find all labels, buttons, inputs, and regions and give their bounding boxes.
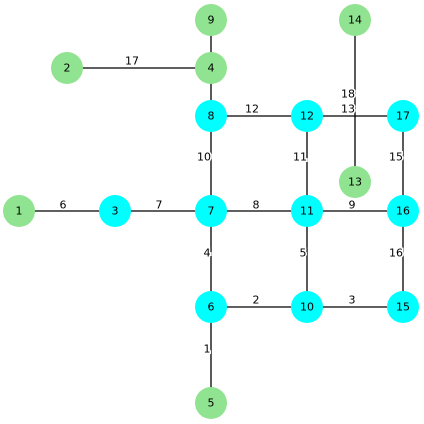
node-1: 1 bbox=[3, 195, 35, 227]
node-circle-4 bbox=[195, 52, 227, 84]
edge-label-15-16: 16 bbox=[389, 247, 403, 260]
node-label-6: 6 bbox=[208, 301, 215, 314]
node-2: 2 bbox=[51, 52, 83, 84]
edge-label-7-11: 8 bbox=[253, 199, 260, 212]
node-label-5: 5 bbox=[208, 397, 215, 410]
node-9: 9 bbox=[195, 4, 227, 36]
node-circle-12 bbox=[291, 100, 323, 132]
edge-label-6-7: 4 bbox=[204, 247, 211, 260]
node-label-10: 10 bbox=[300, 301, 314, 314]
node-circle-2 bbox=[51, 52, 83, 84]
node-label-3: 3 bbox=[112, 205, 119, 218]
edge-label-10-15: 3 bbox=[349, 294, 356, 307]
node-11: 11 bbox=[291, 195, 323, 227]
node-12: 12 bbox=[291, 100, 323, 132]
node-circle-16 bbox=[387, 195, 419, 227]
node-circle-15 bbox=[387, 291, 419, 323]
node-circle-11 bbox=[291, 195, 323, 227]
node-circle-5 bbox=[195, 387, 227, 419]
node-label-15: 15 bbox=[396, 301, 410, 314]
node-label-16: 16 bbox=[396, 205, 410, 218]
node-14: 14 bbox=[339, 4, 371, 36]
node-circle-9 bbox=[195, 4, 227, 36]
node-label-11: 11 bbox=[300, 205, 314, 218]
node-label-4: 4 bbox=[208, 62, 215, 75]
edge-label-2-4: 17 bbox=[125, 55, 139, 68]
edge-label-7-8: 10 bbox=[197, 151, 211, 164]
node-17: 17 bbox=[387, 100, 419, 132]
edge-label-3-7: 7 bbox=[156, 199, 163, 212]
edge-label-10-11: 5 bbox=[300, 247, 307, 260]
edge-label-11-12: 11 bbox=[293, 151, 307, 164]
node-circle-13 bbox=[339, 166, 371, 198]
node-6: 6 bbox=[195, 291, 227, 323]
node-label-17: 17 bbox=[396, 110, 410, 123]
node-circle-8 bbox=[195, 100, 227, 132]
edge-label-12-17: 13 bbox=[341, 103, 355, 116]
node-circle-10 bbox=[291, 291, 323, 323]
node-label-14: 14 bbox=[348, 14, 362, 27]
node-8: 8 bbox=[195, 100, 227, 132]
edge-label-6-10: 2 bbox=[253, 294, 260, 307]
node-label-12: 12 bbox=[300, 110, 314, 123]
node-label-9: 9 bbox=[208, 14, 215, 27]
edge-label-5-6: 1 bbox=[204, 343, 211, 356]
edge-label-14-13: 18 bbox=[341, 88, 355, 101]
node-circle-6 bbox=[195, 291, 227, 323]
node-circle-3 bbox=[99, 195, 131, 227]
node-label-1: 1 bbox=[16, 205, 23, 218]
node-label-8: 8 bbox=[208, 110, 215, 123]
node-circle-17 bbox=[387, 100, 419, 132]
node-10: 10 bbox=[291, 291, 323, 323]
node-circle-7 bbox=[195, 195, 227, 227]
node-13: 13 bbox=[339, 166, 371, 198]
node-4: 4 bbox=[195, 52, 227, 84]
node-circle-14 bbox=[339, 4, 371, 36]
node-label-7: 7 bbox=[208, 205, 215, 218]
edge-label-1-3: 6 bbox=[60, 199, 67, 212]
edge-label-8-12: 12 bbox=[245, 103, 259, 116]
node-label-13: 13 bbox=[348, 176, 362, 189]
node-label-2: 2 bbox=[64, 62, 71, 75]
node-16: 16 bbox=[387, 195, 419, 227]
node-5: 5 bbox=[195, 387, 227, 419]
edge-label-11-16: 9 bbox=[349, 199, 356, 212]
edge-label-16-17: 15 bbox=[389, 151, 403, 164]
node-7: 7 bbox=[195, 195, 227, 227]
node-15: 15 bbox=[387, 291, 419, 323]
node-circle-1 bbox=[3, 195, 35, 227]
node-3: 3 bbox=[99, 195, 131, 227]
